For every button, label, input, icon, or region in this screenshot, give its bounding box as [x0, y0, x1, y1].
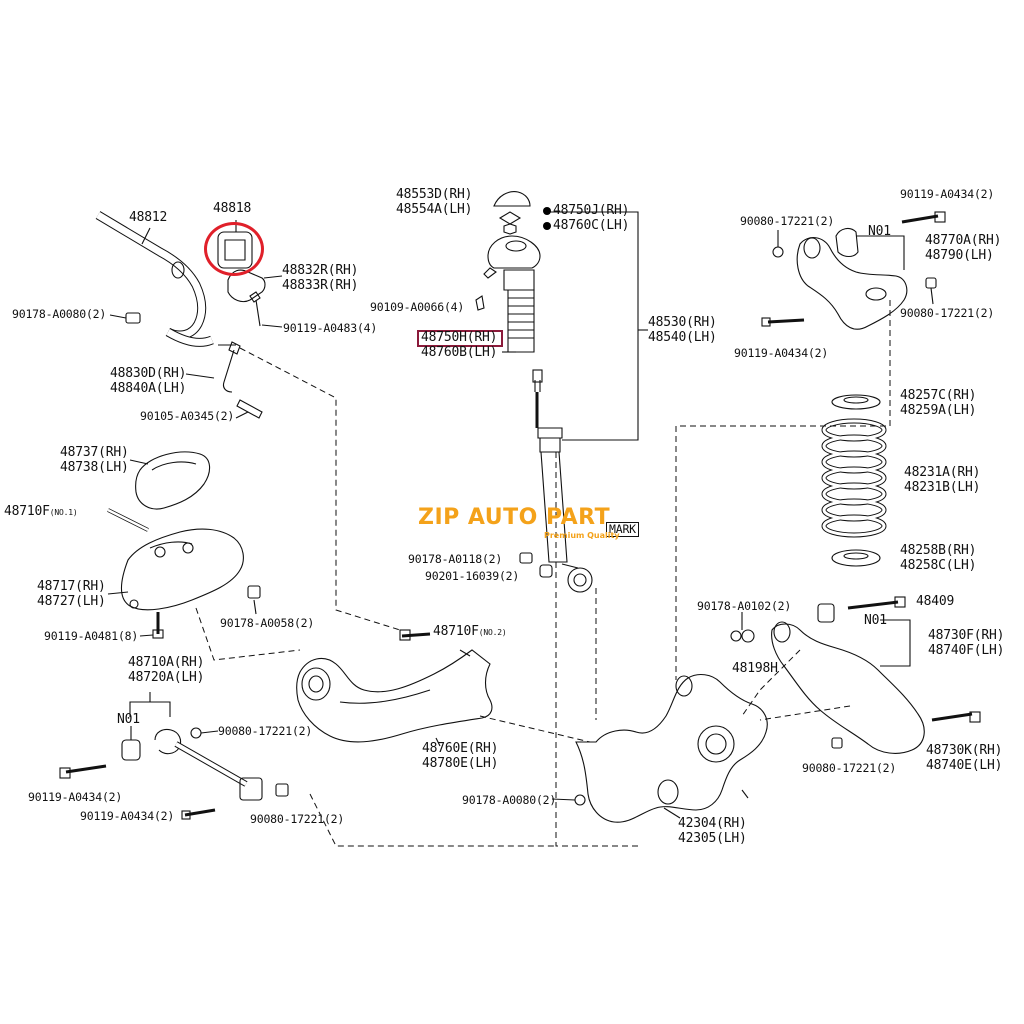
label-48760e: 48760E(RH)48780E(LH) [422, 741, 499, 771]
label-90178-a0080-b: 90178-A0080(2) [462, 793, 557, 807]
label-42304: 42304(RH)42305(LH) [678, 816, 747, 846]
label-48710f-no1: 48710F(NO.1) [4, 504, 78, 519]
label-48553d: 48553D(RH)48554A(LH) [396, 187, 473, 217]
label-48710f-no2: 48710F(NO.2) [433, 624, 507, 639]
label-48750h: 48750H(RH)48760B(LH) [421, 330, 498, 360]
label-48730f: 48730F(RH)48740F(LH) [928, 628, 1005, 658]
label-48832r: 48832R(RH)48833R(RH) [282, 263, 359, 293]
highlight-circle-48818 [204, 222, 264, 276]
label-48257c: 48257C(RH)48259A(LH) [900, 388, 977, 418]
watermark-tagline: Premium Quality [544, 531, 620, 540]
label-90080-17221-d: 90080-17221(2) [900, 306, 995, 320]
label-90119-a0481: 90119-A0481(8) [44, 629, 139, 643]
label-48730k: 48730K(RH)48740E(LH) [926, 743, 1003, 773]
label-90080-17221-b: 90080-17221(2) [250, 812, 345, 826]
label-90080-17221-e: 90080-17221(2) [802, 761, 897, 775]
label-48818: 48818 [213, 201, 252, 216]
label-n01-right-bot: N01 [864, 613, 887, 628]
label-48258b: 48258B(RH)48258C(LH) [900, 543, 977, 573]
label-90178-a0118: 90178-A0118(2) [408, 552, 503, 566]
label-90178-a0102: 90178-A0102(2) [697, 599, 792, 613]
label-48812: 48812 [129, 210, 168, 225]
label-mark: MARK [606, 522, 639, 537]
label-48717: 48717(RH)48727(LH) [37, 579, 106, 609]
label-90178-a0058: 90178-A0058(2) [220, 616, 315, 630]
label-90109-a0066: 90109-A0066(4) [370, 300, 465, 314]
label-90119-a0434-a: 90119-A0434(2) [28, 790, 123, 804]
label-90201-16039: 90201-16039(2) [425, 569, 520, 583]
label-n01-right-top: N01 [868, 224, 891, 239]
label-90080-17221-c: 90080-17221(2) [740, 214, 835, 228]
label-90119-a0434-b: 90119-A0434(2) [80, 809, 175, 823]
label-90119-a0434-d: 90119-A0434(2) [734, 346, 829, 360]
label-90119-a0434-c: 90119-A0434(2) [900, 187, 995, 201]
label-48750j: 48750J(RH)48760C(LH) [543, 203, 629, 233]
label-n01-left: N01 [117, 712, 140, 727]
label-48198h: 48198H [732, 661, 778, 676]
stabilizer-bar-shape [95, 211, 214, 347]
label-48409: 48409 [916, 594, 955, 609]
watermark-brand: ZIP AUTO PART [418, 505, 611, 530]
label-90119-a0483: 90119-A0483(4) [283, 321, 378, 335]
label-48737: 48737(RH)48738(LH) [60, 445, 129, 475]
label-48530: 48530(RH)48540(LH) [648, 315, 717, 345]
label-48830d: 48830D(RH)48840A(LH) [110, 366, 187, 396]
highlight-box-48750h [417, 330, 503, 347]
label-48231a: 48231A(RH)48231B(LH) [904, 465, 981, 495]
label-90080-17221-a: 90080-17221(2) [218, 724, 313, 738]
label-90178-a0080-a: 90178-A0080(2) [12, 307, 107, 321]
label-48770a: 48770A(RH)48790(LH) [925, 233, 1002, 263]
label-48710a: 48710A(RH)48720A(LH) [128, 655, 205, 685]
label-90105-a0345: 90105-A0345(2) [140, 409, 235, 423]
